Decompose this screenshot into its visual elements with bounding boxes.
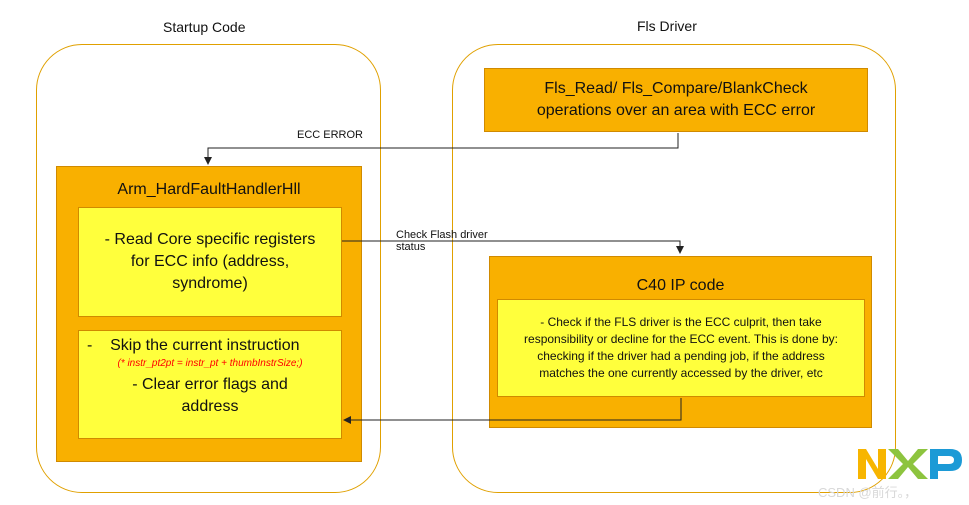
ecc-error-arrow	[204, 133, 679, 165]
read-registers-line3: syndrome)	[172, 275, 248, 292]
fls-operations-line1: Fls_Read/ Fls_Compare/BlankCheck	[544, 80, 808, 97]
fls-operations-box: Fls_Read/ Fls_Compare/BlankCheck operati…	[484, 68, 868, 132]
hardfault-handler-box: Arm_HardFaultHandlerHll - Read Core spec…	[56, 166, 362, 462]
skip-clear-box: - Skip the current instruction (* instr_…	[78, 330, 342, 439]
clear-flags-text: - Clear error flags and address	[79, 374, 341, 418]
clear-flags-line2: address	[181, 398, 239, 415]
check-status-label: Check Flash driver status	[396, 229, 488, 253]
clear-flags-line1: - Clear error flags and	[132, 376, 288, 393]
c40-desc-line4: matches the one currently accessed by th…	[539, 366, 823, 380]
nxp-logo	[858, 447, 964, 481]
check-status-arrow	[342, 240, 684, 254]
return-arrow	[343, 398, 682, 424]
fls-lane-title: Fls Driver	[637, 18, 697, 34]
csdn-watermark: CSDN @前行。，	[818, 485, 918, 500]
startup-lane-title: Startup Code	[163, 19, 246, 35]
check-status-line1: Check Flash driver	[396, 229, 488, 241]
read-registers-line1: - Read Core specific registers	[104, 231, 316, 248]
c40-desc-line2: responsibility or decline for the ECC ev…	[524, 332, 838, 346]
c40-desc-line3: checking if the driver had a pending job…	[537, 349, 825, 363]
read-registers-line2: for ECC info (address,	[130, 253, 290, 270]
fls-operations-line2: operations over an area with ECC error	[536, 102, 816, 119]
skip-instruction-line: - Skip the current instruction	[87, 337, 300, 354]
c40-desc-line1: - Check if the FLS driver is the ECC cul…	[540, 315, 822, 329]
instruction-pointer-code: (* instr_pt2pt = instr_pt + thumbInstrSi…	[117, 358, 303, 369]
c40-ip-description-box: - Check if the FLS driver is the ECC cul…	[497, 299, 865, 397]
read-registers-box: - Read Core specific registers for ECC i…	[78, 207, 342, 317]
check-status-line2: status	[396, 241, 426, 253]
c40-ip-code-title: C40 IP code	[636, 277, 725, 294]
hardfault-handler-title: Arm_HardFaultHandlerHll	[117, 181, 301, 198]
ecc-error-label: ECC ERROR	[297, 129, 364, 141]
